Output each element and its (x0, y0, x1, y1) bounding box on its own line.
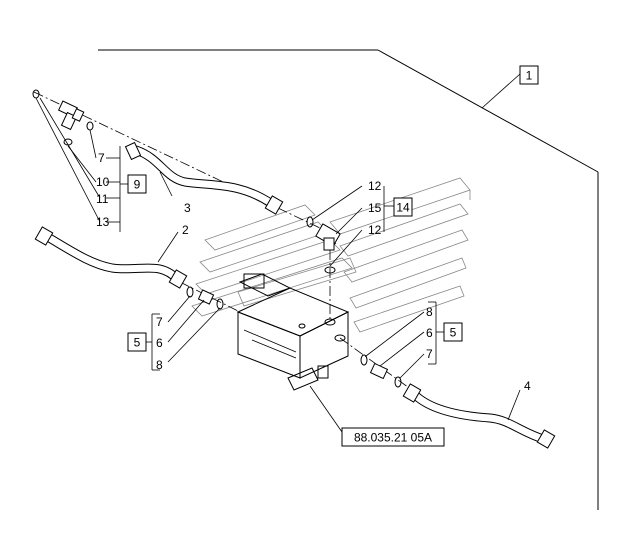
callout-7-left: 7 (156, 315, 163, 329)
callout-10: 10 (96, 175, 110, 189)
callout-5-left: 5 (127, 332, 147, 352)
callout-7-right: 7 (426, 347, 433, 361)
callout-6-right: 6 (426, 326, 433, 340)
right-fittings (360, 354, 402, 388)
callout-1: 1 (519, 65, 539, 85)
callout-15: 15 (368, 201, 382, 215)
pipe-2 (34, 226, 188, 289)
left-fittings (186, 286, 224, 310)
callout-12-top: 12 (368, 179, 382, 193)
callout-9-text: 9 (134, 178, 141, 192)
callout-5-right-text: 5 (450, 326, 457, 340)
pipe-3 (124, 141, 284, 215)
reference-label: 88.035.21 05A (341, 427, 445, 447)
callout-2: 2 (182, 223, 189, 237)
callout-5-right: 5 (443, 322, 463, 342)
callout-12-bottom: 12 (368, 223, 382, 237)
callout-7-tee: 7 (98, 151, 105, 165)
callout-9: 9 (127, 174, 147, 194)
callout-4: 4 (524, 379, 531, 393)
callout-1-text: 1 (526, 69, 533, 83)
callout-6-left: 6 (156, 336, 163, 350)
callout-13: 13 (96, 215, 110, 229)
callout-8-right: 8 (426, 305, 433, 319)
tee-fitting (32, 89, 94, 146)
reference-label-text: 88.035.21 05A (354, 431, 432, 445)
assembly-frame (98, 49, 599, 510)
callout-5-left-text: 5 (134, 336, 141, 350)
callout-11: 11 (96, 192, 109, 206)
callout-14: 14 (393, 197, 413, 217)
valve-block (236, 273, 350, 391)
elbow-fitting (306, 216, 341, 274)
callout-14-text: 14 (396, 201, 410, 215)
leader-lines (35, 73, 521, 433)
pipe-4 (402, 383, 556, 449)
callout-8-left: 8 (156, 358, 163, 372)
callout-3: 3 (184, 201, 191, 215)
